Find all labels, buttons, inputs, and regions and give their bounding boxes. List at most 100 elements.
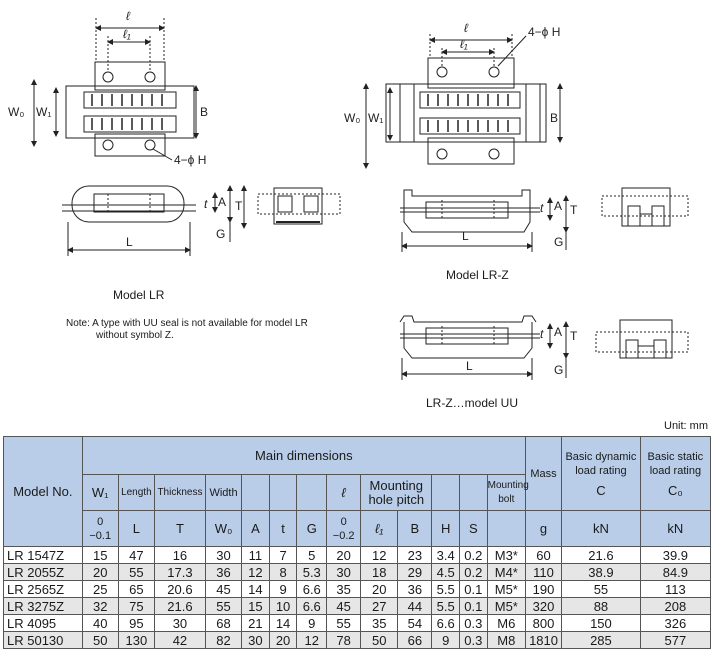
- value-cell: 32: [81, 597, 119, 615]
- sym-a: A: [241, 510, 270, 547]
- value-cell: 800: [524, 614, 563, 632]
- value-cell: 95: [117, 614, 155, 632]
- value-cell: 21.6: [153, 597, 206, 615]
- value-cell: 20: [360, 580, 399, 598]
- value-cell: 5: [296, 546, 328, 564]
- value-cell: 5.5: [431, 597, 461, 615]
- lr-end-view: [257, 187, 341, 225]
- sym-l: L: [117, 510, 155, 547]
- value-cell: 35: [326, 580, 362, 598]
- value-cell: 17.3: [153, 563, 206, 581]
- footnote-line-2: without symbol Z.: [96, 330, 174, 341]
- value-cell: 68: [204, 614, 243, 632]
- value-cell: 50: [360, 631, 399, 649]
- lr-dim-b: B: [200, 105, 208, 119]
- value-cell: 326: [639, 614, 712, 632]
- sym-l1: ℓ₁: [360, 510, 399, 547]
- value-cell: 42: [153, 631, 206, 649]
- value-cell: 320: [524, 597, 563, 615]
- value-cell: 40: [81, 614, 119, 632]
- value-cell: 0.2: [459, 546, 488, 564]
- header-static-load-text: Basic static load rating: [647, 450, 704, 477]
- header-thickness: Thickness: [153, 474, 206, 511]
- value-cell: 130: [117, 631, 155, 649]
- value-cell: 44: [397, 597, 433, 615]
- lr-side-view: [62, 185, 247, 256]
- header-c0: C₀: [667, 482, 683, 498]
- lr-dim-a: A: [218, 195, 226, 209]
- w1-tol-bot: −0.1: [89, 529, 112, 542]
- uu-dim-t-small: t: [540, 327, 544, 341]
- value-cell: 6.6: [431, 614, 461, 632]
- value-cell: 23: [397, 546, 433, 564]
- header-mass: Mass: [524, 436, 563, 511]
- header-c: C: [596, 482, 606, 498]
- value-cell: 47: [117, 546, 155, 564]
- lrz-dim-l1: ℓ₁: [460, 37, 468, 51]
- value-cell: 30: [326, 563, 362, 581]
- caption-model-lrz-uu: LR-Z…model UU: [426, 396, 519, 410]
- value-cell: 6.6: [296, 580, 328, 598]
- value-cell: 20: [81, 563, 119, 581]
- sym-tt: t: [268, 510, 298, 547]
- value-cell: 82: [204, 631, 243, 649]
- header-row-2: W₁ Length Thickness Width ℓ Mounting hol…: [4, 474, 711, 511]
- lrz-dim-w0: W₀: [344, 111, 360, 125]
- unit-kn-dyn: kN: [561, 510, 641, 547]
- model-cell: LR 2565Z: [3, 580, 83, 598]
- l-tol-top: 0: [340, 515, 347, 528]
- value-cell: 9: [296, 614, 328, 632]
- lrz-dim-t-small: t: [540, 201, 544, 215]
- model-cell: LR 2055Z: [3, 563, 83, 581]
- lrz-side-view: [400, 189, 569, 252]
- unit-kn-static: kN: [639, 510, 712, 547]
- value-cell: 0.2: [459, 563, 488, 581]
- value-cell: 20.6: [153, 580, 206, 598]
- value-cell: 66: [397, 631, 433, 649]
- value-cell: 9: [268, 580, 298, 598]
- header-row-3: 0 −0.1 L T W₀ A t G 0 −0.2 ℓ₁ B H S g kN…: [4, 510, 712, 547]
- lr-dim-t-small: t: [204, 197, 208, 211]
- model-cell: LR 50130: [3, 631, 83, 649]
- lrz-dim-t: T: [570, 203, 578, 217]
- value-cell: 15: [81, 546, 119, 564]
- header-blank-t: [268, 474, 298, 511]
- technical-drawings: ℓ ℓ₁ W₀ W₁ B 4−ϕ H t A T G L: [8, 9, 689, 380]
- value-cell: 190: [524, 580, 563, 598]
- value-cell: 20: [326, 546, 362, 564]
- value-cell: 45: [326, 597, 362, 615]
- value-cell: 5.3: [296, 563, 328, 581]
- lrz-uu-side-view: [399, 315, 569, 380]
- footnote: Note: A type with UU seal is not availab…: [66, 318, 308, 342]
- header-mounting-pitch: Mounting hole pitch: [360, 474, 433, 511]
- value-cell: 0.3: [459, 614, 488, 632]
- lrz-dim-b: B: [550, 111, 558, 125]
- lrz-dim-length: L: [462, 229, 469, 243]
- value-cell: 285: [561, 631, 641, 649]
- value-cell: 7: [268, 546, 298, 564]
- value-cell: 14: [268, 614, 298, 632]
- header-l-tol: 0 −0.2: [326, 510, 362, 547]
- model-cell: LR 1547Z: [3, 546, 83, 564]
- value-cell: 55: [117, 563, 155, 581]
- value-cell: 39.9: [639, 546, 712, 564]
- value-cell: 27: [360, 597, 399, 615]
- sym-g: G: [296, 510, 328, 547]
- value-cell: 16: [153, 546, 206, 564]
- header-l: ℓ: [326, 474, 362, 511]
- header-main-dimensions: Main dimensions: [81, 436, 526, 475]
- value-cell: 36: [204, 563, 243, 581]
- value-cell: 6.6: [296, 597, 328, 615]
- value-cell: 11: [241, 546, 270, 564]
- header-blank-a: [241, 474, 270, 511]
- lr-dim-l: ℓ: [126, 9, 131, 23]
- value-cell: 29: [397, 563, 433, 581]
- lrz-top-view: [363, 34, 563, 169]
- lrz-dim-a: A: [554, 199, 562, 213]
